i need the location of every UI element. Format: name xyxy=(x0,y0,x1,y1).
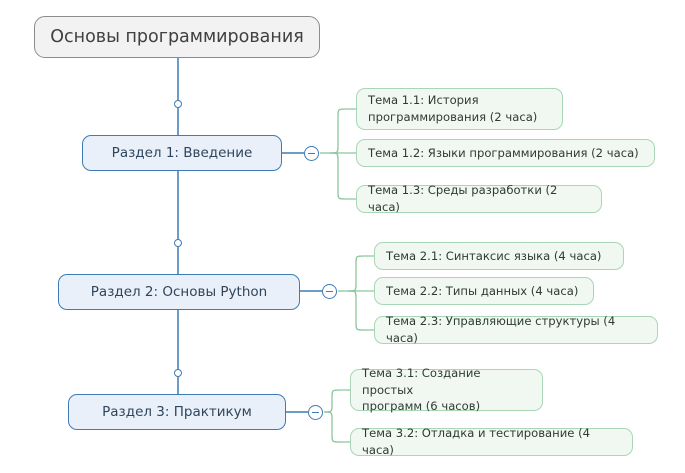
topic-node-2-1[interactable]: Тема 2.1: Синтаксис языка (4 часа) xyxy=(374,242,624,270)
toggle-section-3[interactable] xyxy=(308,405,323,420)
toggle-section-2[interactable] xyxy=(322,284,337,299)
topic-node-3-1[interactable]: Тема 3.1: Создание простых программ (6 ч… xyxy=(350,366,543,413)
trunk-marker[interactable] xyxy=(174,100,182,108)
root-node[interactable]: Основы программирования xyxy=(34,16,320,58)
minus-circle-icon xyxy=(312,411,319,414)
topic-node-1-3[interactable]: Тема 1.3: Среды разработки (2 часа) xyxy=(356,183,602,214)
topic-node-1-2-label: Тема 1.2: Языки программирования (2 часа… xyxy=(368,145,639,160)
topic-node-2-1-label: Тема 2.1: Синтаксис языка (4 часа) xyxy=(386,248,602,263)
topic-node-3-1-label: Тема 3.1: Создание простых программ (6 ч… xyxy=(362,365,481,414)
section-node-3[interactable]: Раздел 3: Практикум xyxy=(68,394,286,430)
section-node-2[interactable]: Раздел 2: Основы Python xyxy=(58,274,300,310)
section-node-3-label: Раздел 3: Практикум xyxy=(102,404,252,420)
topic-node-3-2[interactable]: Тема 3.2: Отладка и тестирование (4 часа… xyxy=(350,426,633,457)
topic-node-2-3[interactable]: Тема 2.3: Управляющие структуры (4 часа) xyxy=(374,314,658,345)
trunk-marker[interactable] xyxy=(174,369,182,377)
section-node-1[interactable]: Раздел 1: Введение xyxy=(82,135,282,171)
minus-circle-icon xyxy=(326,290,333,293)
topic-node-1-1[interactable]: Тема 1.1: История программирования (2 ча… xyxy=(356,88,563,130)
topic-node-1-3-label: Тема 1.3: Среды разработки (2 часа) xyxy=(368,183,558,214)
topic-node-3-2-label: Тема 3.2: Отладка и тестирование (4 часа… xyxy=(362,426,590,457)
topic-node-2-2-label: Тема 2.2: Типы данных (4 часа) xyxy=(386,283,579,298)
section-node-1-label: Раздел 1: Введение xyxy=(111,145,253,161)
toggle-section-1[interactable] xyxy=(304,146,319,161)
topic-node-2-2[interactable]: Тема 2.2: Типы данных (4 часа) xyxy=(374,277,594,305)
topic-node-1-1-label: Тема 1.1: История программирования (2 ча… xyxy=(368,93,538,124)
trunk-marker[interactable] xyxy=(174,239,182,247)
minus-circle-icon xyxy=(308,152,315,155)
topic-node-2-3-label: Тема 2.3: Управляющие структуры (4 часа) xyxy=(386,314,616,345)
section-node-2-label: Раздел 2: Основы Python xyxy=(90,284,268,300)
root-node-label: Основы программирования xyxy=(50,27,304,47)
topic-node-1-2[interactable]: Тема 1.2: Языки программирования (2 часа… xyxy=(356,139,655,167)
